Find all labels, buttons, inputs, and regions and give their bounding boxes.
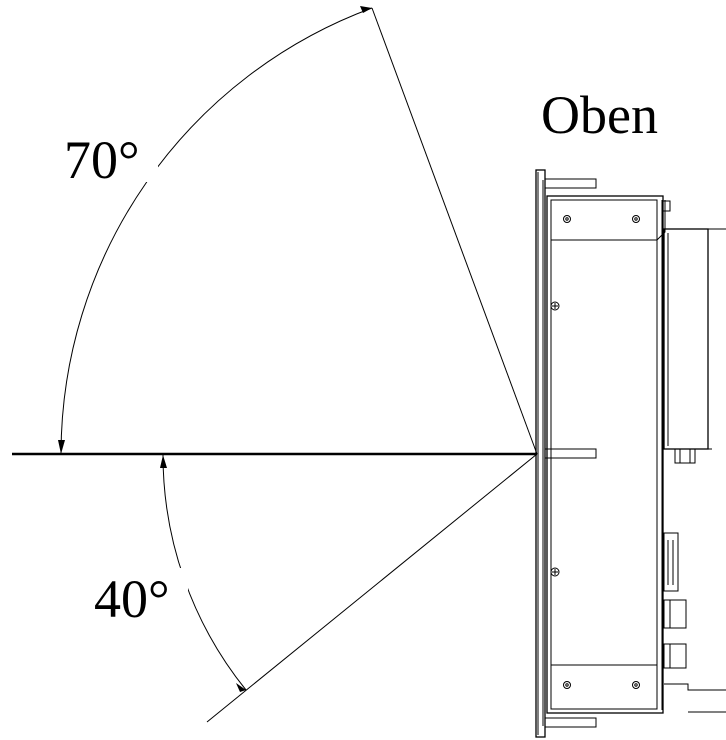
upper-angle-arc (60, 7, 373, 455)
orientation-label-top: Oben (541, 85, 658, 145)
label-40-backing (92, 568, 188, 622)
bottom-mounting-plate (550, 664, 658, 710)
side-port-upper (663, 532, 679, 592)
screw-icon (550, 301, 560, 311)
upper-arc-arrow-end (360, 6, 372, 13)
side-port-middle (663, 599, 687, 629)
lower-angle-ray (206, 453, 538, 723)
screw-icon (550, 567, 560, 577)
upper-arc-arrow-start (58, 440, 65, 454)
angle-label-40: 40° (94, 569, 170, 629)
rear-electronics-box (663, 228, 709, 450)
mounting-clamp-middle (544, 448, 597, 459)
angle-label-70: 70° (64, 130, 140, 190)
screw-icon (632, 681, 640, 689)
front-bezel (535, 169, 546, 738)
mounting-clamp-bottom (544, 717, 597, 728)
device-side-view (535, 169, 726, 738)
lower-arc-arrow-start (160, 455, 167, 468)
rear-bottom-bracket (664, 683, 726, 691)
label-70-backing (62, 128, 158, 182)
lower-arc-arrow-end (236, 683, 246, 692)
housing-body (546, 195, 664, 714)
rear-connector (674, 448, 696, 464)
mounting-clamp-top (544, 178, 597, 189)
screw-icon (563, 681, 571, 689)
upper-angle-ray (371, 7, 538, 455)
screw-icon (632, 215, 640, 223)
side-port-lower (663, 643, 687, 669)
screw-icon (563, 215, 571, 223)
